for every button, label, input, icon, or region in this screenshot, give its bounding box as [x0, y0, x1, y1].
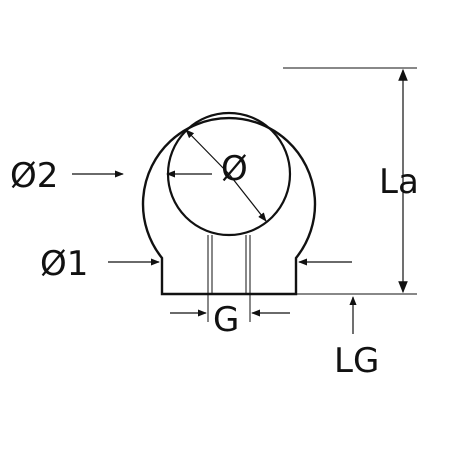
thread-lines	[207, 235, 251, 294]
bore-dimension-line	[185, 129, 230, 175]
bore-dimension-line-2	[228, 173, 267, 222]
thread-label: G	[213, 300, 239, 340]
extension-lines	[207, 67, 417, 322]
eye-nut-outline	[141, 116, 317, 296]
collar-diameter-label: Ø1	[40, 244, 88, 284]
bore-diameter-label: Ø	[221, 149, 248, 189]
thread-length-label: LG	[334, 341, 379, 381]
overall-length-label: La	[379, 162, 419, 202]
outer-diameter-label: Ø2	[10, 156, 58, 196]
